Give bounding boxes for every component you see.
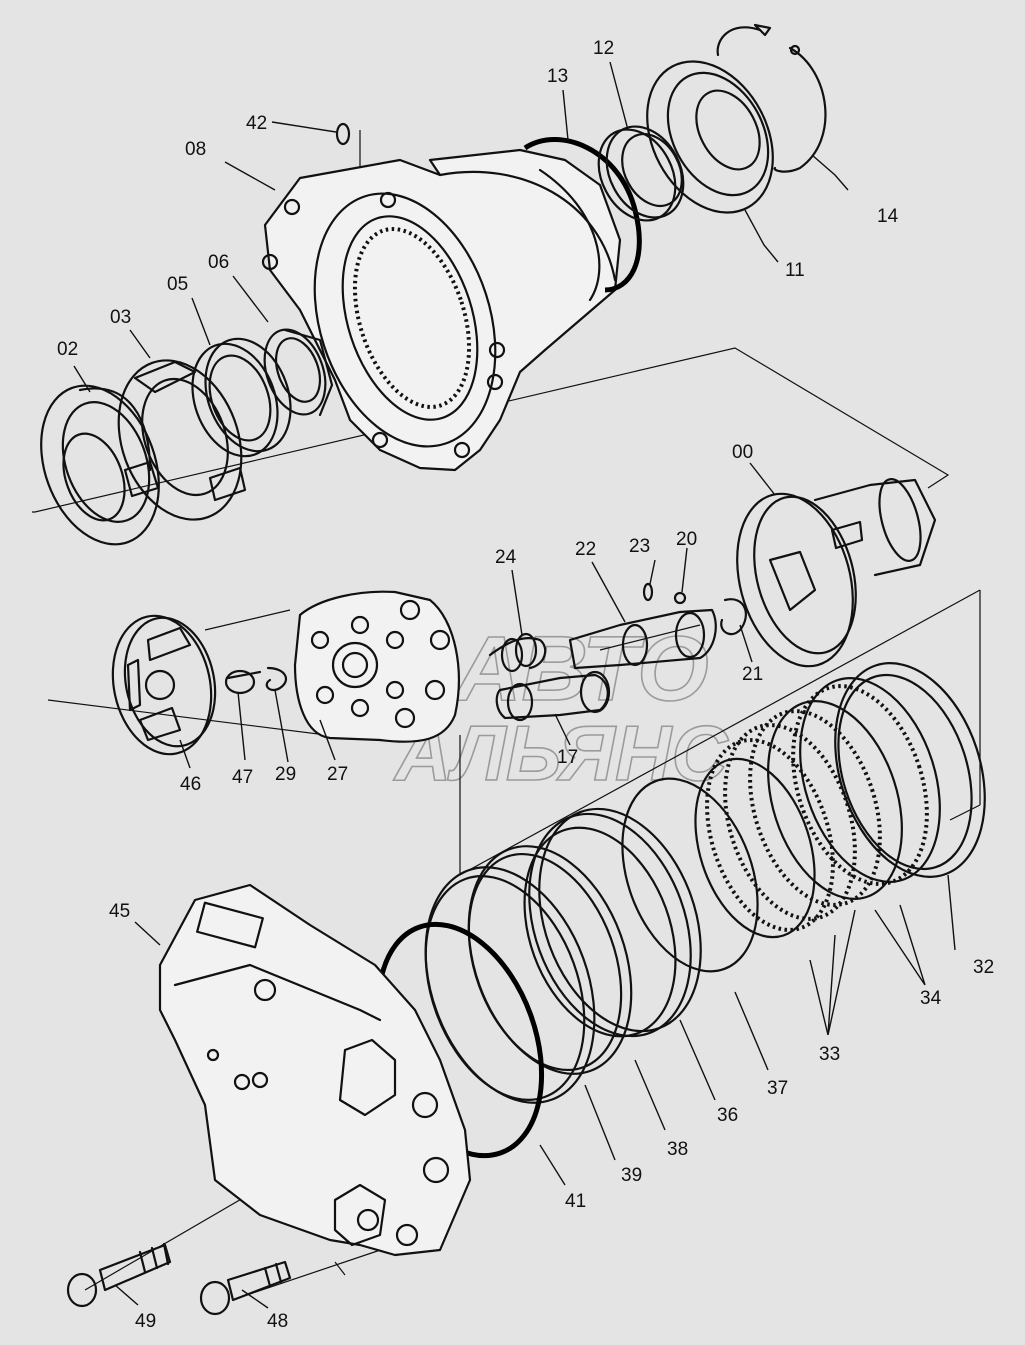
callout-32: 32 [973,957,994,978]
callout-24: 24 [495,547,517,568]
ring-37 [621,777,759,973]
spool-22 [568,608,717,670]
callout-08: 08 [185,139,206,160]
seal-38 [467,845,633,1075]
callout-06: 06 [208,252,229,273]
callout-22: 22 [575,539,596,560]
callout-45: 45 [109,901,130,922]
bolt-49 [66,1242,172,1308]
plate-32 [834,662,986,878]
callout-23: 23 [629,536,650,557]
callout-03: 03 [110,307,131,328]
floating-seal-03 [117,359,247,521]
callout-48: 48 [267,1311,288,1332]
callout-14: 14 [877,206,899,227]
callout-27: 27 [327,764,348,785]
piston-17 [495,670,611,722]
spring-24 [488,632,547,673]
callout-20: 20 [676,529,697,550]
callout-labels: 42 08 13 12 14 11 06 05 03 02 00 24 22 2… [57,38,994,1332]
callout-02: 02 [57,339,78,360]
cover-45 [158,883,472,1257]
callout-37: 37 [767,1078,788,1099]
bearing-05 [191,337,292,458]
callout-13: 13 [547,66,568,87]
bolt-48 [199,1260,292,1316]
callout-00: 00 [732,442,753,463]
callout-42: 42 [246,113,267,134]
callout-34: 34 [920,988,942,1009]
seal-11 [646,60,774,214]
cylinder-block-27 [293,590,460,743]
callout-39: 39 [621,1165,642,1186]
snap-ring-13 [523,137,642,293]
watermark-line1: АВТО [453,618,709,720]
spring-29 [265,666,288,692]
callout-12: 12 [593,38,614,59]
retaining-ring-14 [716,23,827,173]
callout-38: 38 [667,1139,688,1160]
seal-39 [424,866,596,1104]
callout-21: 21 [742,664,763,685]
shaft-00 [736,478,937,668]
leader-lines [73,61,956,1309]
callout-46: 46 [180,774,201,795]
brake-piston-36 [523,807,702,1038]
plate-46 [111,614,217,756]
bearing-12 [597,125,685,222]
callout-29: 29 [275,764,296,785]
collar-06 [263,328,334,417]
ball-20 [673,591,687,605]
bearing-02 [40,384,160,546]
callout-47: 47 [232,767,253,788]
ring-21 [720,598,747,636]
callout-49: 49 [135,1311,156,1332]
pin-23 [642,582,654,602]
oring-42 [335,122,351,146]
pin-47 [224,669,262,695]
callout-36: 36 [717,1105,738,1126]
callout-05: 05 [167,274,188,295]
callout-41: 41 [565,1191,586,1212]
discs-33 [694,709,882,939]
callout-17: 17 [557,747,578,768]
housing-08 [261,148,622,472]
callout-11: 11 [785,260,805,281]
plates-34 [767,677,941,900]
callout-33: 33 [819,1044,840,1065]
